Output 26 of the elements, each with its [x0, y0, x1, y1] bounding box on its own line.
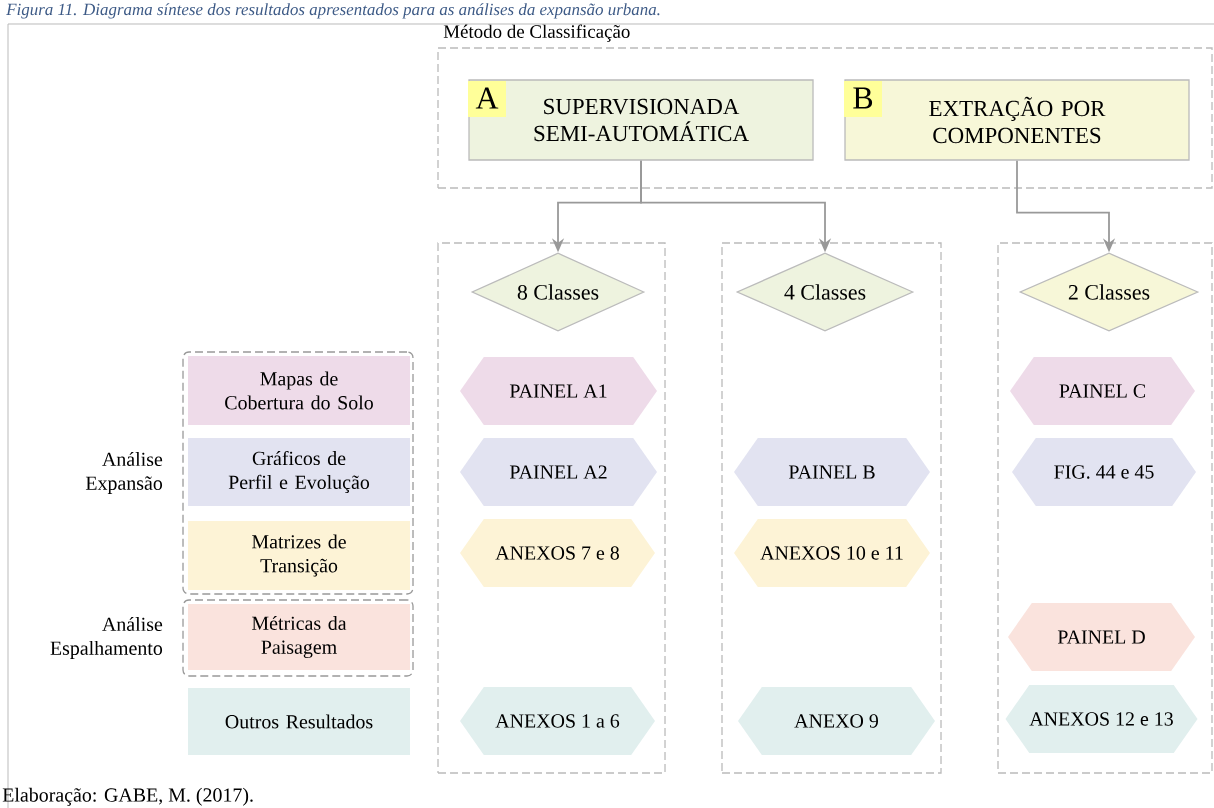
figure-title: Figura 11. Diagrama síntese dos resultados apresentados para as análises da expansão urbana.	[6, 3, 660, 19]
result-hexagon: ANEXOS 7 e 8	[460, 519, 655, 587]
result-hexagon: FIG. 44 e 45	[1012, 438, 1196, 506]
caption: Elaboração: GABE, M. (2017).	[2, 787, 253, 806]
result-box: Outros Resultados	[188, 688, 410, 755]
result-box: Gráficos de Perfil e Evolução	[188, 438, 410, 506]
result-box: Mapas de Cobertura do Solo	[188, 356, 410, 425]
result-hexagon: PAINEL A1	[460, 357, 657, 425]
method-box: EXTRAÇÃO POR COMPONENTES B	[844, 79, 1190, 161]
result-hexagon: ANEXOS 12 e 13	[1005, 685, 1198, 753]
column-box	[437, 242, 666, 774]
node-label: Método de Classificação	[443, 24, 630, 42]
result-hexagon: PAINEL B	[734, 438, 930, 506]
result-box: Matrizes de Transição	[188, 521, 410, 590]
result-box: Métricas da Paisagem	[188, 604, 410, 670]
method-box: SUPERVISIONADA SEMI-AUTOMÁTICA A	[468, 79, 814, 161]
result-hexagon: PAINEL A2	[460, 438, 657, 506]
result-hexagon: PAINEL C	[1010, 357, 1195, 425]
result-hexagon: ANEXOS 10 e 11	[734, 519, 930, 587]
column-box	[997, 242, 1213, 774]
result-hexagon: ANEXOS 1 a 6	[460, 687, 655, 755]
column-box	[721, 242, 942, 774]
result-hexagon: PAINEL D	[1008, 603, 1195, 671]
result-hexagon: ANEXO 9	[738, 687, 935, 755]
side-label: Análise Espalhamento	[50, 617, 163, 659]
side-label: Análise Expansão	[85, 452, 163, 494]
